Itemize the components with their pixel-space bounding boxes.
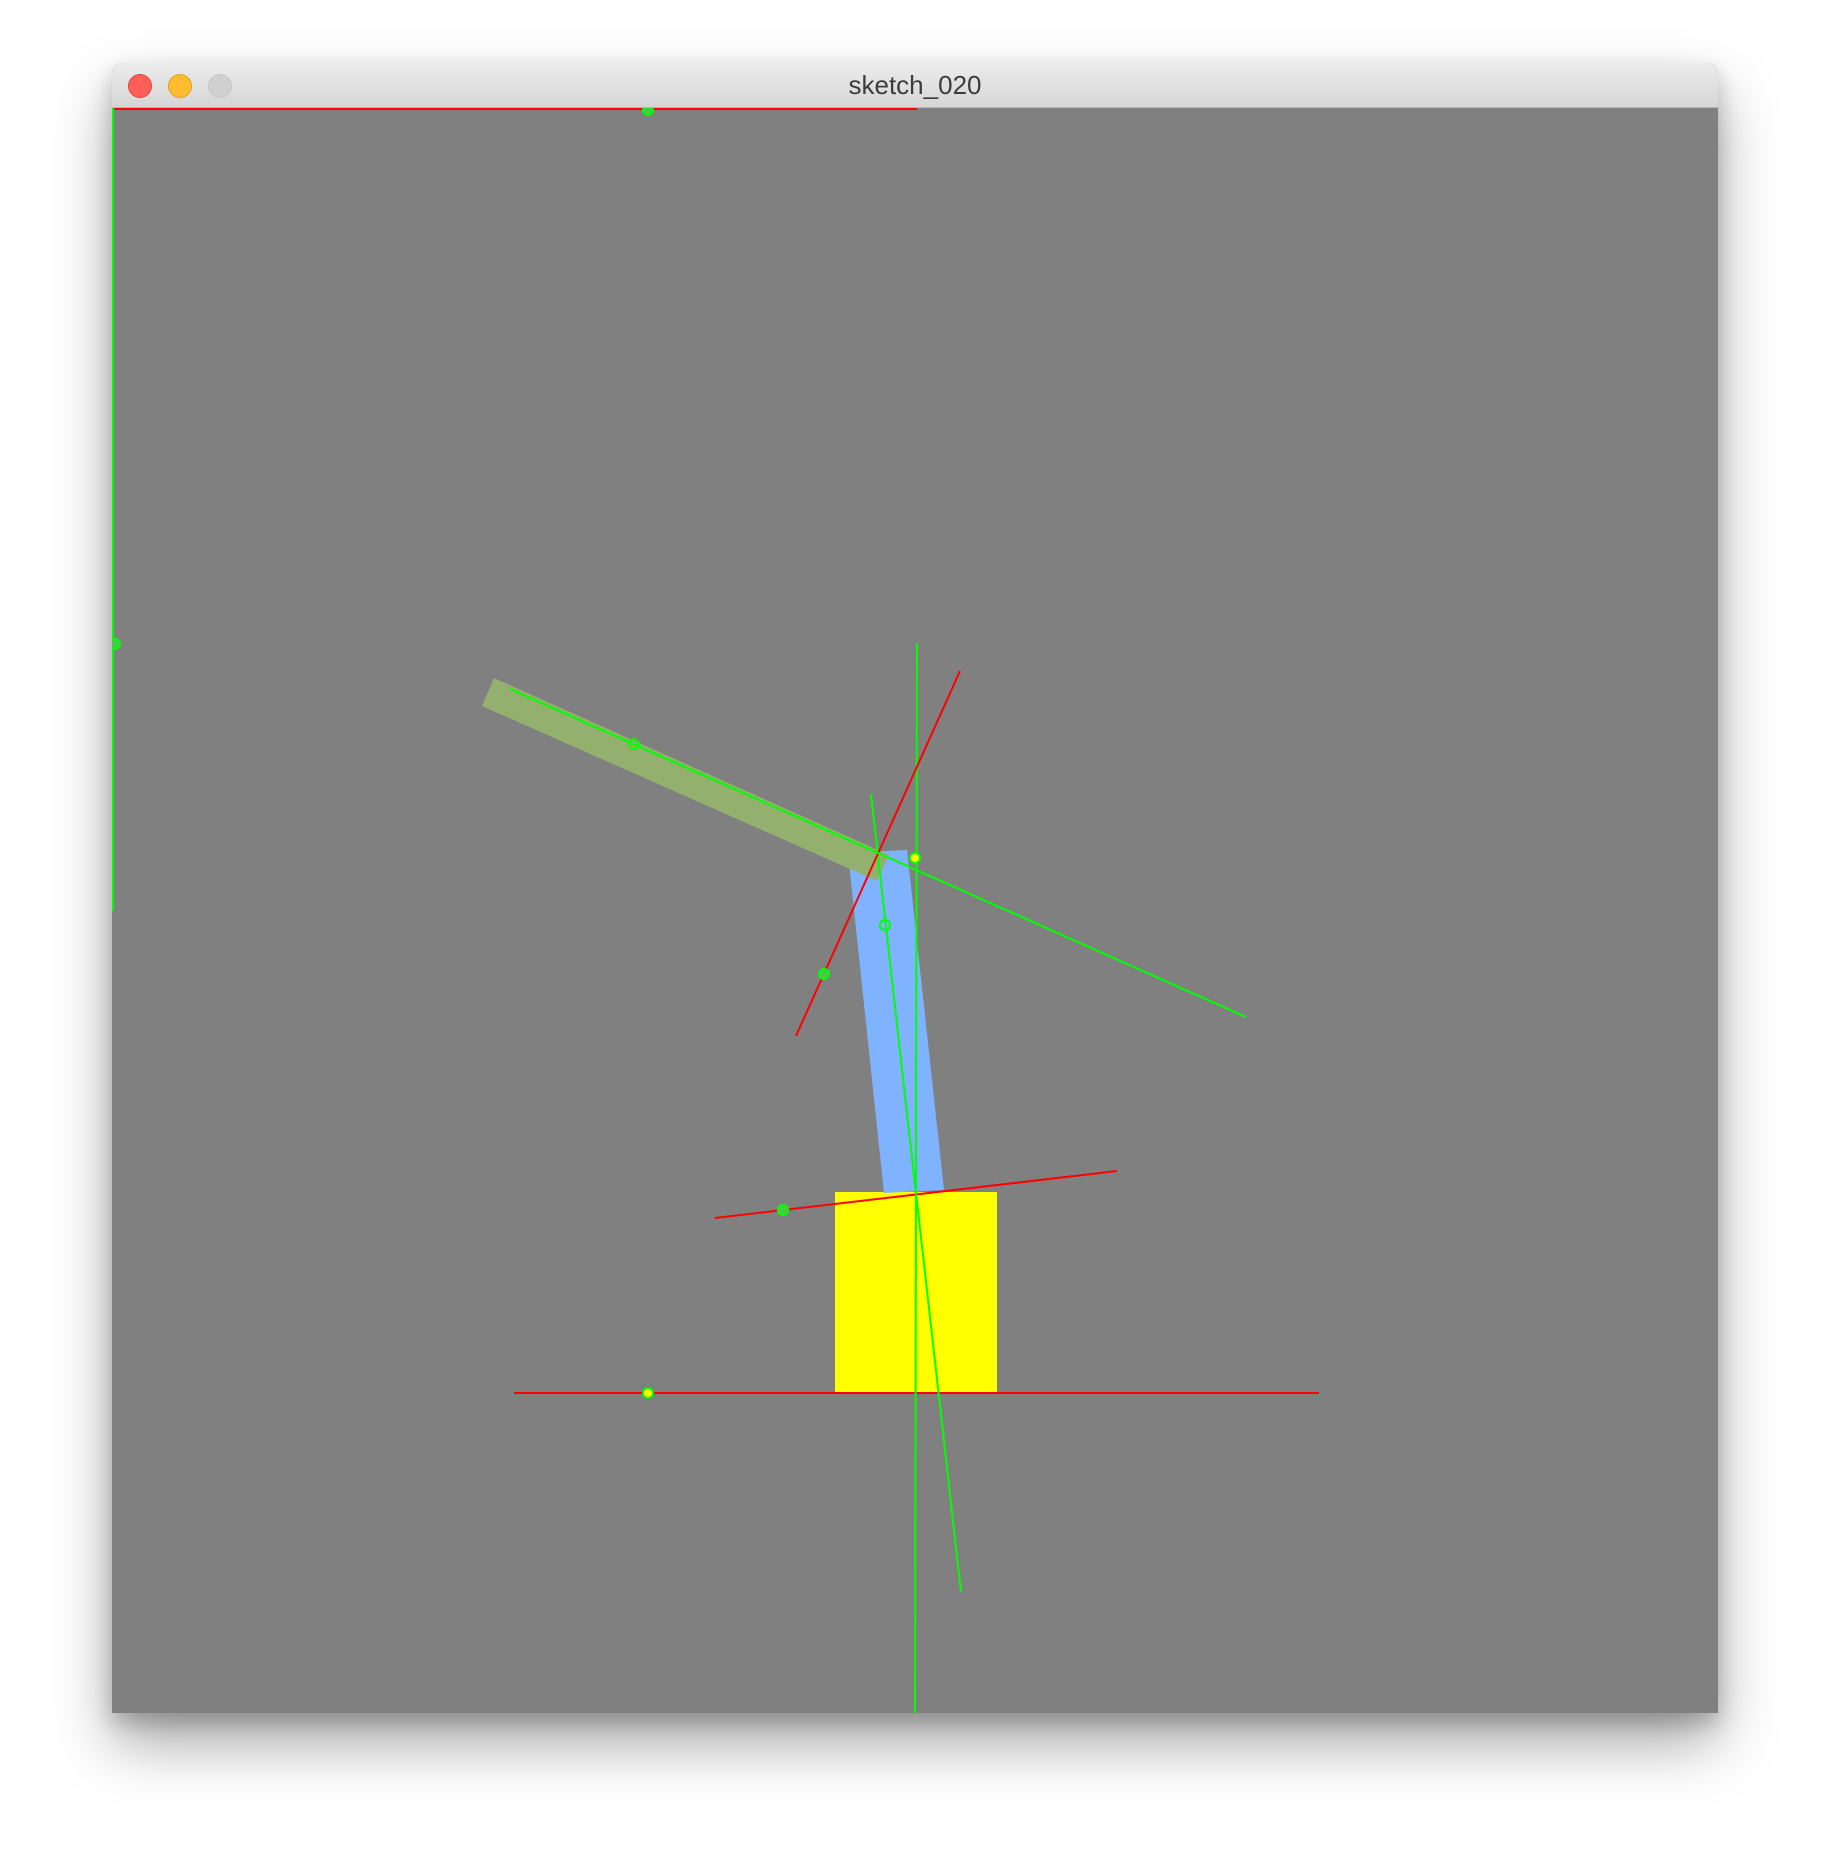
sketch-canvas[interactable] [112,108,1718,1713]
upper-arm-center-marker [628,738,640,750]
upper-arm [482,678,889,881]
base-x-marker [642,1387,654,1399]
lower-arm-center-marker [879,919,891,931]
joint-marker [909,852,921,864]
lower-arm-x-marker [777,1204,789,1216]
upper-arm-y-axis [509,688,1247,1018]
close-button[interactable] [128,74,152,98]
title-bar[interactable]: sketch_020 [112,63,1718,108]
window-title: sketch_020 [848,70,982,100]
upper-arm-x-marker [818,968,830,980]
app-window: sketch_020 [112,63,1718,1713]
minimize-button[interactable] [168,74,192,98]
global-y-marker [112,638,121,650]
base-y-axis [914,642,918,1713]
zoom-button[interactable] [208,74,232,98]
lower-arm-y-axis [870,793,962,1593]
sketch-drawing [112,108,1718,1713]
global-x-marker [642,108,654,116]
